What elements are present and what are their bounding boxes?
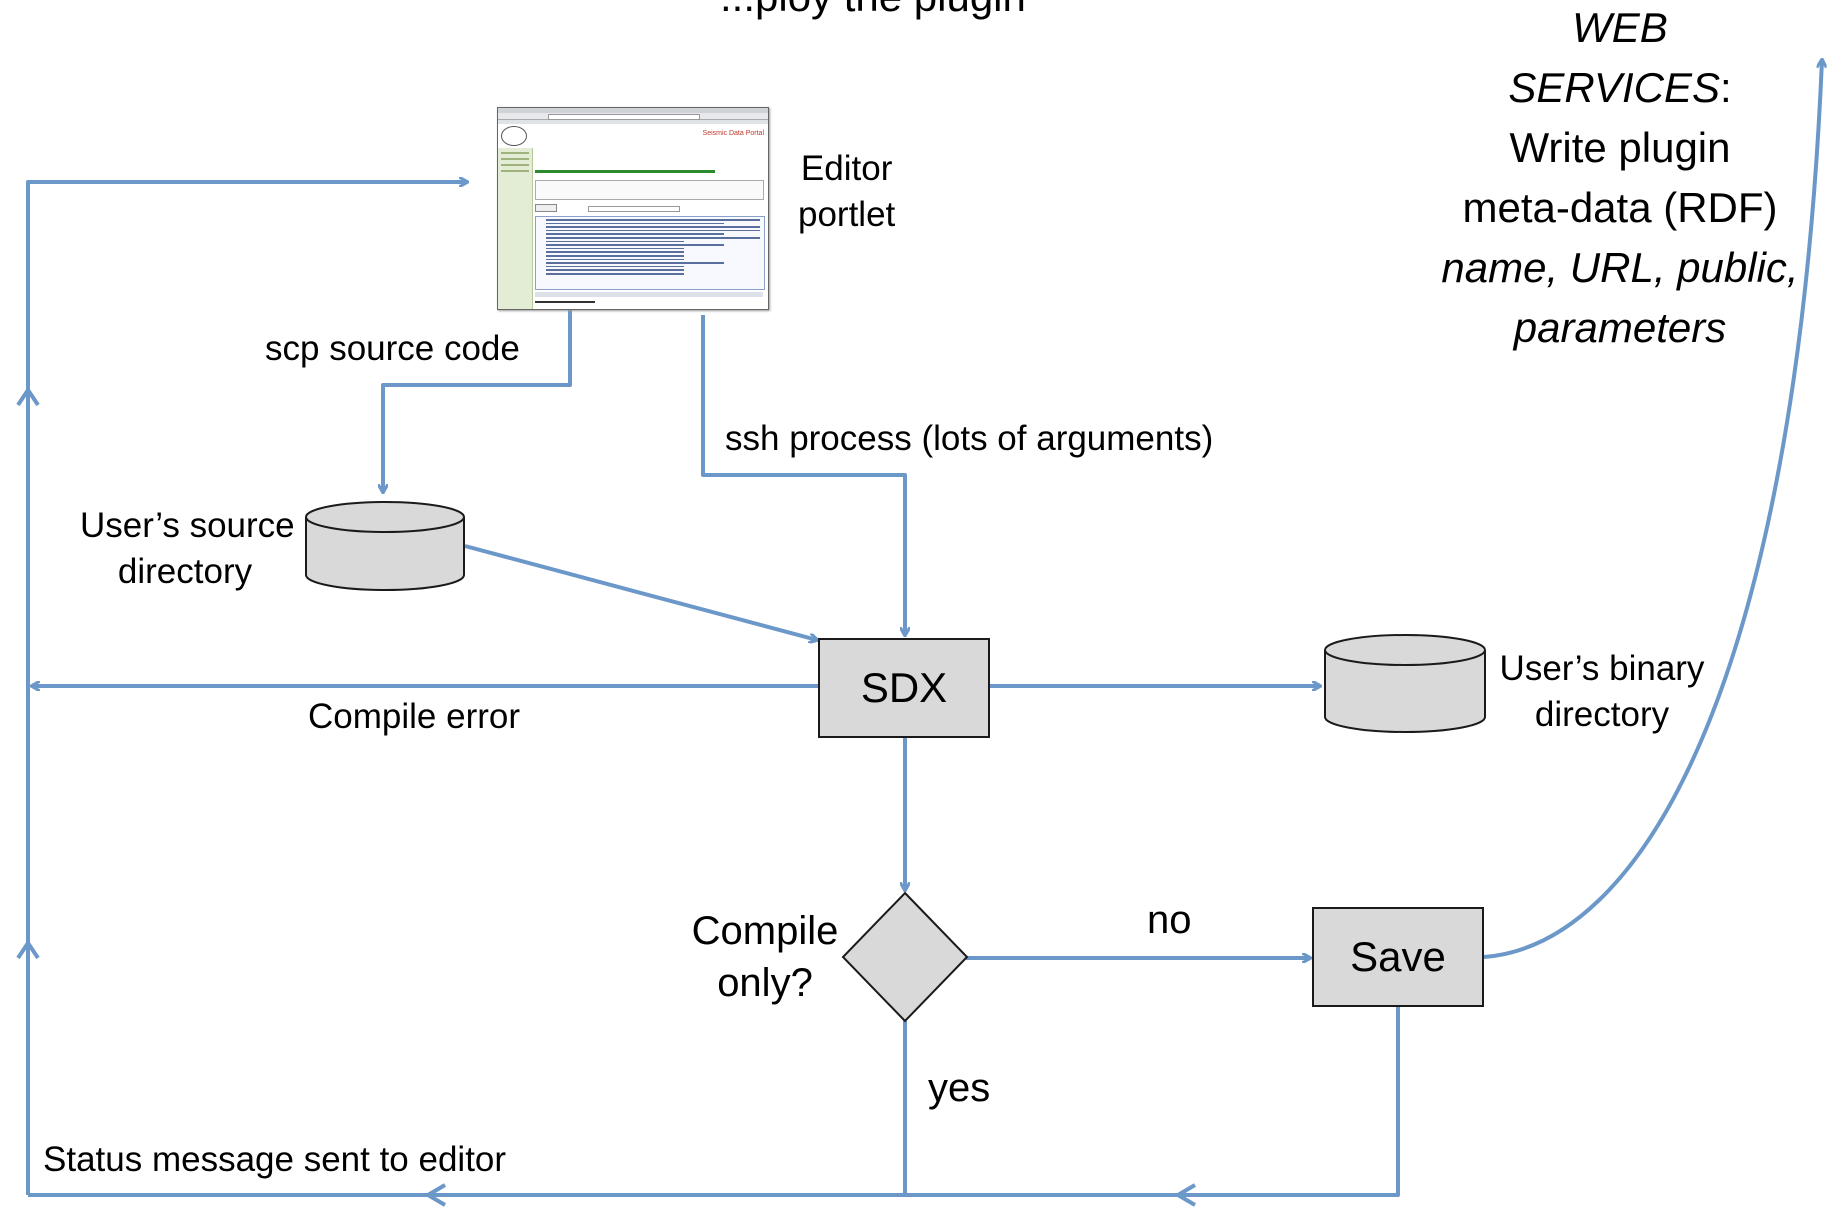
portal-header: Seismic Data Portal bbox=[702, 130, 764, 137]
web-services-block: WEB SERVICES: Write plugin meta-data (RD… bbox=[1395, 0, 1838, 358]
web-services-heading-1: WEB bbox=[1572, 4, 1668, 51]
page-title: ...ploy the plugin bbox=[720, 0, 1026, 21]
portal-logo-icon bbox=[501, 126, 527, 146]
source-label-line-2: directory bbox=[117, 552, 253, 591]
portlet-code-editor bbox=[535, 216, 765, 290]
scp-label: scp source code bbox=[265, 329, 520, 368]
editor-portlet-label: Editor portlet bbox=[798, 146, 895, 238]
portlet-status-bar bbox=[535, 292, 763, 297]
scp-arrow bbox=[383, 310, 572, 492]
ssh-label: ssh process (lots of arguments) bbox=[725, 419, 1214, 458]
save-label: Save bbox=[1350, 933, 1446, 980]
editor-label-line-2: portlet bbox=[798, 195, 896, 234]
source-to-sdx-arrow bbox=[464, 544, 817, 640]
up-chevron-2 bbox=[16, 941, 40, 960]
web-services-heading-2-line: SERVICES: bbox=[1395, 58, 1838, 118]
web-services-line-4: parameters bbox=[1513, 304, 1727, 351]
web-services-line-1: Write plugin bbox=[1509, 124, 1731, 171]
binary-label-line-2: directory bbox=[1534, 695, 1670, 734]
source-label-line-1: User’s source bbox=[80, 506, 295, 545]
source-directory-cylinder bbox=[305, 501, 465, 591]
web-services-heading-2: SERVICES bbox=[1508, 64, 1720, 111]
bottom-chevron-2 bbox=[426, 1183, 447, 1207]
compile-error-label: Compile error bbox=[308, 697, 520, 736]
status-message-label: Status message sent to editor bbox=[43, 1140, 507, 1179]
save-return-line bbox=[28, 1007, 1400, 1197]
yes-label: yes bbox=[928, 1066, 991, 1110]
source-directory-label: User’s source directory bbox=[80, 503, 295, 595]
save-box: Save bbox=[1312, 907, 1484, 1007]
portlet-plugin-field bbox=[588, 206, 680, 212]
decision-label-line-2: only? bbox=[717, 961, 813, 1005]
editor-portlet-screenshot: Seismic Data Portal bbox=[497, 107, 769, 310]
portlet-description-box bbox=[535, 180, 764, 200]
sdx-label: SDX bbox=[860, 664, 948, 711]
binary-directory-cylinder bbox=[1324, 634, 1486, 733]
binary-directory-label: User’s binary directory bbox=[1495, 646, 1709, 738]
sdx-process-box: SDX bbox=[818, 638, 990, 738]
web-services-line-2: meta-data (RDF) bbox=[1462, 184, 1778, 231]
no-label: no bbox=[1147, 898, 1192, 942]
web-services-arrow bbox=[1483, 60, 1822, 959]
binary-label-line-1: User’s binary bbox=[1499, 649, 1705, 688]
decision-label: Compile only? bbox=[680, 905, 850, 1009]
web-services-line-3: name, URL, public, bbox=[1441, 244, 1799, 291]
portlet-load-button bbox=[535, 204, 557, 212]
editor-label-line-1: Editor bbox=[800, 149, 893, 188]
browser-bookmarks-bar bbox=[498, 120, 768, 124]
web-services-colon: : bbox=[1719, 64, 1732, 111]
portlet-footer-text bbox=[535, 301, 595, 303]
browser-url-field bbox=[548, 114, 700, 120]
bottom-chevron-1 bbox=[1176, 1183, 1197, 1207]
portlet-success-message bbox=[535, 170, 715, 173]
up-chevron-1 bbox=[16, 388, 40, 407]
feedback-left-line bbox=[26, 182, 467, 1195]
decision-label-line-1: Compile bbox=[691, 909, 839, 953]
portal-sidebar bbox=[498, 148, 533, 309]
ssh-arrow bbox=[701, 315, 905, 635]
browser-titlebar bbox=[498, 108, 768, 113]
compile-only-decision bbox=[841, 891, 969, 1023]
